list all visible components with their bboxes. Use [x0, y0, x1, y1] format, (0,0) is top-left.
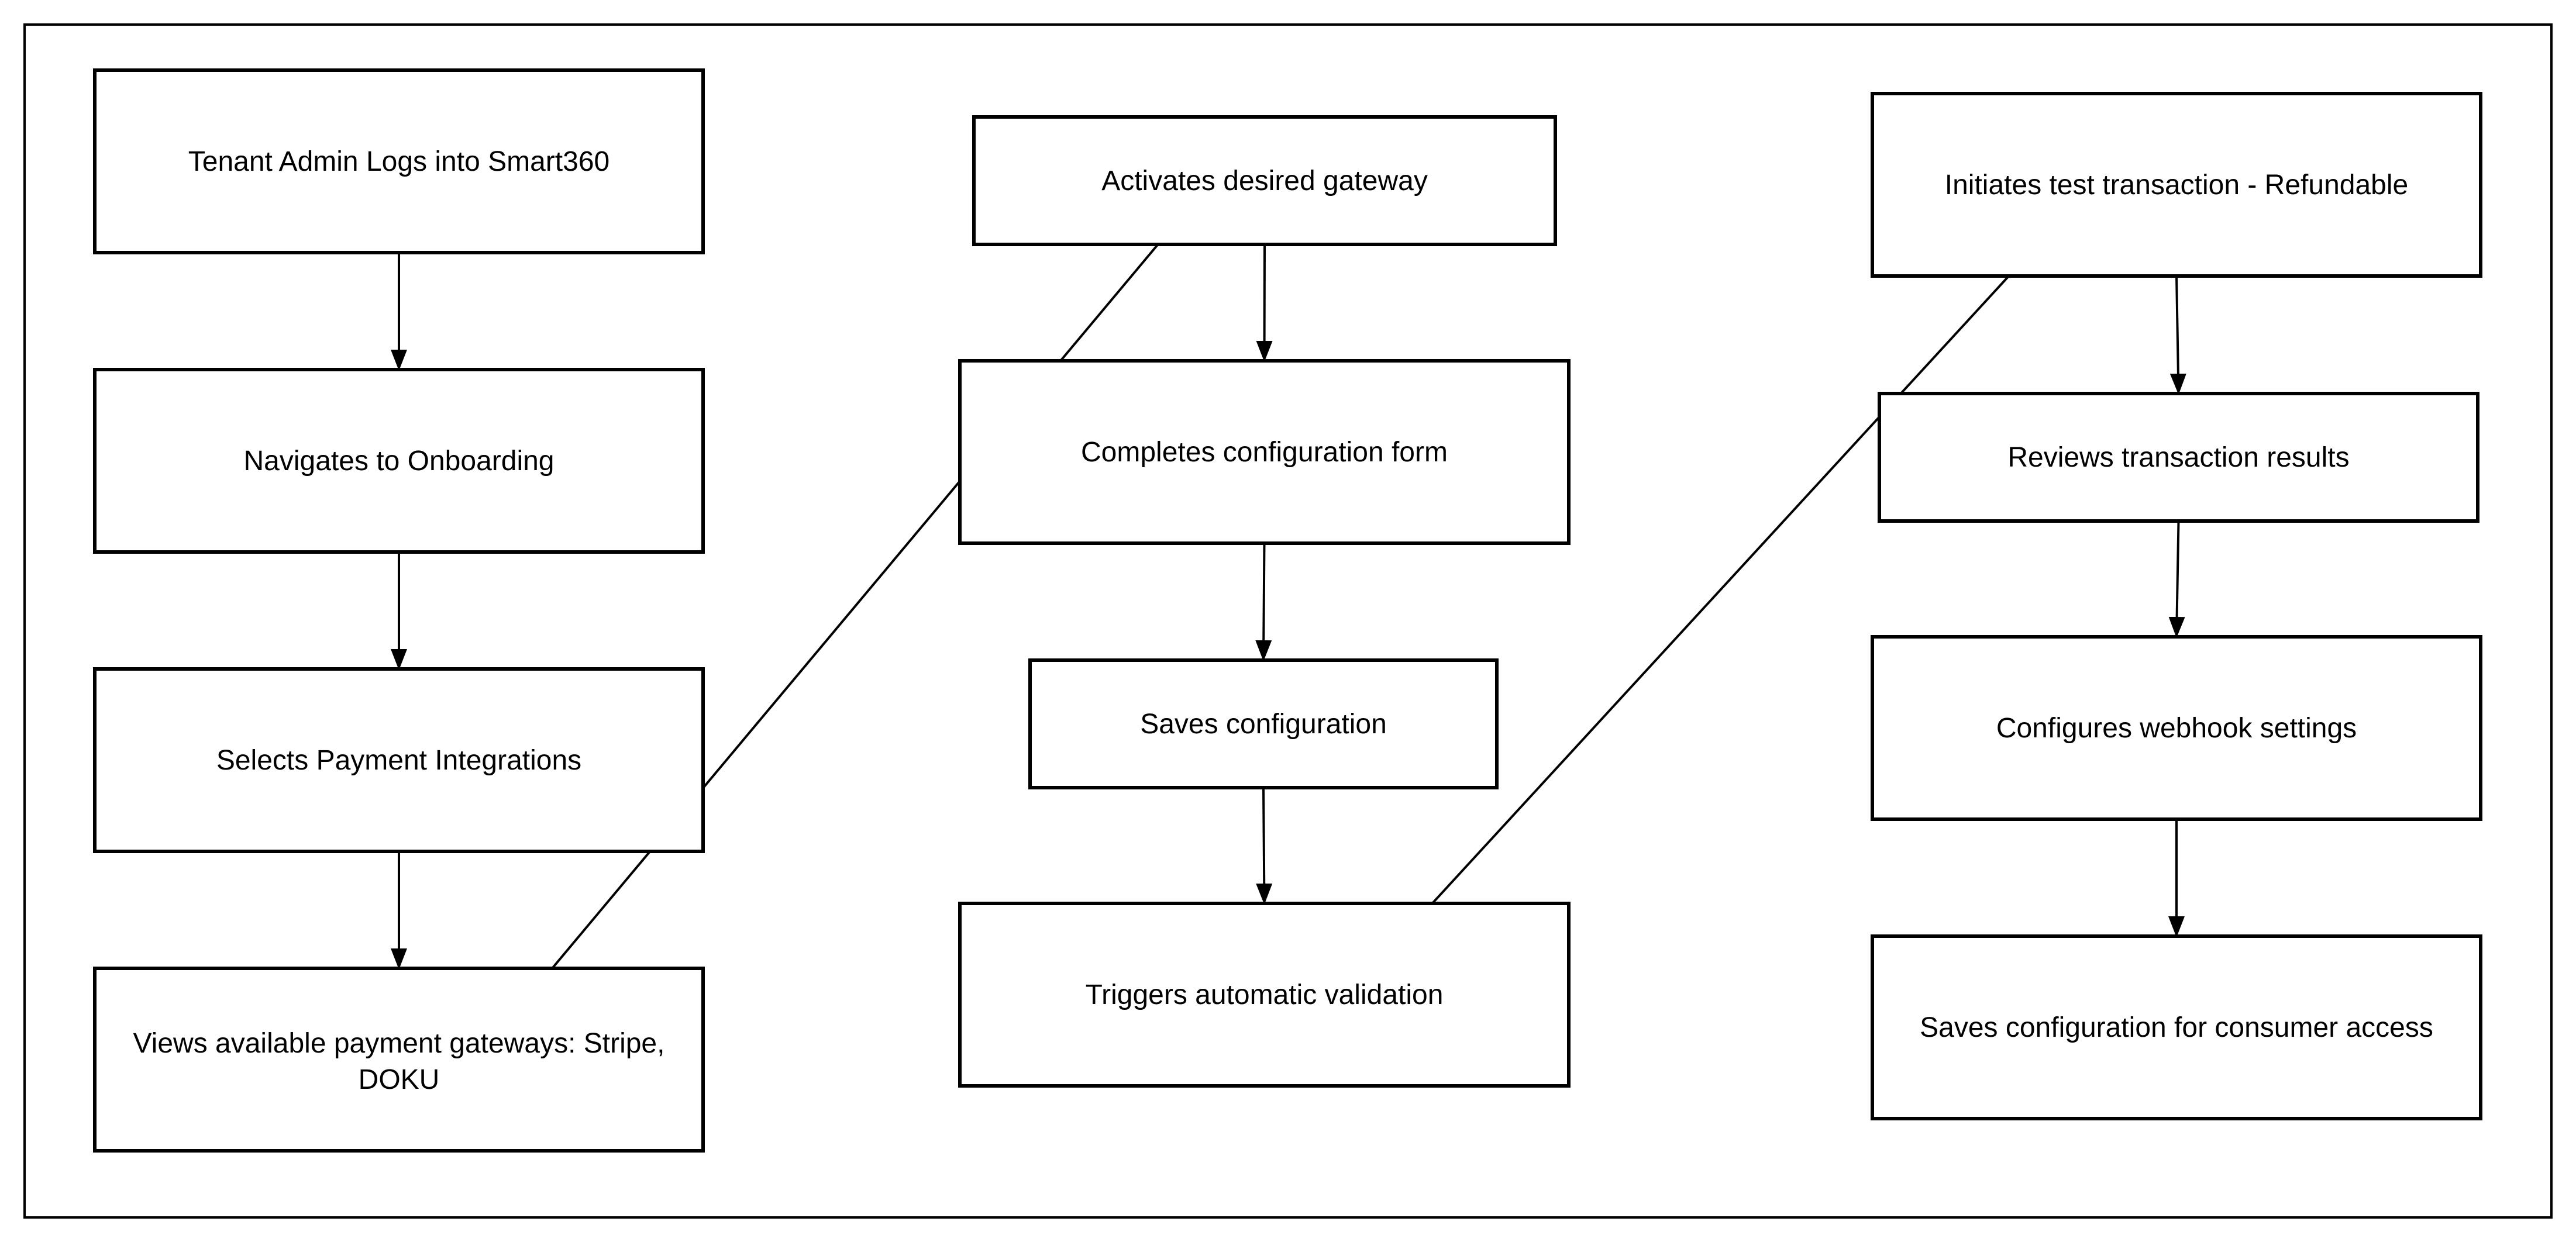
node-label: Reviews transaction results	[2007, 442, 2349, 473]
node-n4: Views available payment gateways: Stripe…	[93, 967, 705, 1153]
edge-n9-to-n10	[2169, 275, 2186, 395]
node-label: Configures webhook settings	[1996, 713, 2357, 744]
node-label: Triggers automatic validation	[1086, 979, 1444, 1010]
node-label: Saves configuration for consumer access	[1920, 1012, 2433, 1043]
node-n7: Saves configuration	[1028, 658, 1499, 789]
node-box	[93, 667, 705, 853]
node-box	[1871, 635, 2482, 821]
node-box	[958, 359, 1571, 545]
node-label: Views available payment gateways: Stripe…	[133, 1028, 665, 1095]
node-box	[93, 967, 705, 1153]
edge-n6-to-n7	[1255, 543, 1272, 661]
node-box	[958, 902, 1571, 1088]
node-n10: Reviews transaction results	[1878, 392, 2479, 523]
node-label: Navigates to Onboarding	[244, 446, 555, 477]
node-box	[1028, 658, 1499, 789]
node-n11: Configures webhook settings	[1871, 635, 2482, 821]
nodes-layer: Tenant Admin Logs into Smart360Navigates…	[93, 68, 2482, 1153]
node-n9: Initiates test transaction - Refundable	[1871, 92, 2482, 278]
node-box	[93, 368, 705, 554]
node-n1: Tenant Admin Logs into Smart360	[93, 68, 705, 254]
node-n3: Selects Payment Integrations	[93, 667, 705, 853]
edge-n10-to-n11	[2168, 520, 2185, 638]
node-n12: Saves configuration for consumer access	[1871, 934, 2482, 1120]
node-box	[93, 68, 705, 254]
node-label: Selects Payment Integrations	[216, 745, 581, 776]
edge-n7-to-n8	[1256, 787, 1273, 905]
node-box	[1871, 934, 2482, 1120]
node-n2: Navigates to Onboarding	[93, 368, 705, 554]
node-box	[1878, 392, 2479, 523]
node-label: Activates desired gateway	[1101, 165, 1428, 196]
node-label: Saves configuration	[1140, 709, 1387, 740]
node-box	[972, 115, 1557, 246]
node-box	[1871, 92, 2482, 278]
node-label: Completes configuration form	[1081, 437, 1448, 468]
node-n5: Activates desired gateway	[972, 115, 1557, 246]
node-label: Tenant Admin Logs into Smart360	[188, 146, 609, 177]
node-label: Initiates test transaction - Refundable	[1945, 170, 2408, 201]
node-n6: Completes configuration form	[958, 359, 1571, 545]
node-n8: Triggers automatic validation	[958, 902, 1571, 1088]
